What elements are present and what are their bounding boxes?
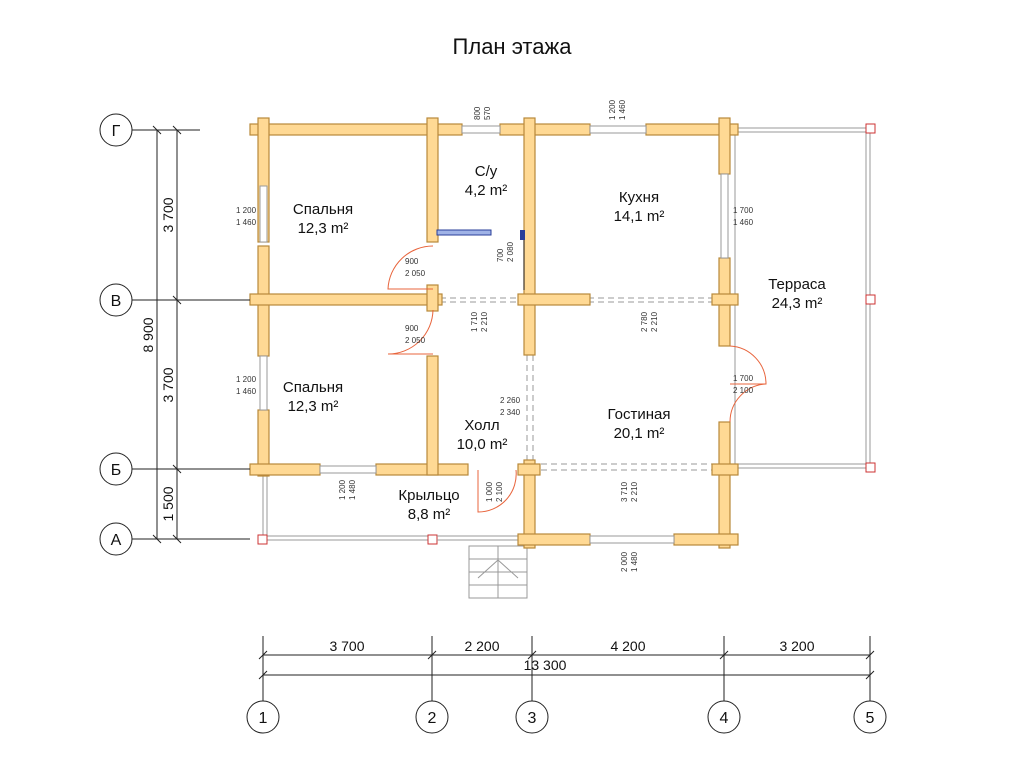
plan-title: План этажа — [452, 34, 572, 59]
opening-label: 2 210 — [650, 311, 659, 332]
opening-label: 3 710 — [620, 481, 629, 502]
dim-bottom-seg3: 4 200 — [610, 638, 645, 654]
opening-label: 1 200 — [338, 479, 347, 500]
opening-label: 2 000 — [620, 551, 629, 572]
axis-row-g: Г — [112, 123, 121, 140]
room-area-bedroom-bottom: 12,3 m² — [288, 398, 339, 415]
room-name-kitchen: Кухня — [619, 189, 659, 206]
dim-left-seg3: 1 500 — [160, 486, 176, 521]
dim-bottom-seg2: 2 200 — [464, 638, 499, 654]
room-labels: Спальня 12,3 m² С/у 4,2 m² Кухня 14,1 m²… — [283, 163, 827, 523]
dim-left-seg2: 3 700 — [160, 367, 176, 402]
room-area-hall: 10,0 m² — [457, 436, 508, 453]
opening-label: 570 — [483, 106, 492, 120]
room-name-porch: Крыльцо — [398, 487, 459, 504]
room-name-hall: Холл — [464, 417, 499, 434]
opening-label: 1 200 — [236, 375, 257, 384]
opening-label: 1 480 — [630, 551, 639, 572]
door-swings — [387, 240, 767, 513]
axis-col-1: 1 — [259, 710, 268, 727]
opening-label: 900 — [405, 324, 419, 333]
opening-label: 2 780 — [640, 311, 649, 332]
axis-row-b: Б — [111, 462, 122, 479]
opening-labels: 800 570 1 200 1 460 1 700 1 460 1 200 1 … — [236, 99, 754, 572]
windows — [259, 125, 729, 544]
axis-col-4: 4 — [720, 710, 729, 727]
dim-bottom-total: 13 300 — [524, 657, 567, 673]
opening-label: 1 000 — [485, 481, 494, 502]
opening-label: 1 480 — [348, 479, 357, 500]
entry-steps — [468, 545, 528, 599]
opening-label: 2 050 — [405, 269, 426, 278]
room-name-living: Гостиная — [608, 406, 671, 423]
room-area-kitchen: 14,1 m² — [614, 208, 665, 225]
room-area-terrace: 24,3 m² — [772, 295, 823, 312]
dim-bottom-seg1: 3 700 — [329, 638, 364, 654]
row-axis-bubbles: Г В Б А — [99, 113, 133, 556]
opening-label: 2 210 — [630, 481, 639, 502]
log-walls — [249, 117, 739, 549]
opening-label: 2 100 — [733, 386, 754, 395]
dim-left-total: 8 900 — [140, 317, 156, 352]
room-area-wc: 4,2 m² — [465, 182, 508, 199]
open-passages — [440, 297, 718, 471]
axis-row-v: В — [111, 293, 122, 310]
dim-left-seg1: 3 700 — [160, 197, 176, 232]
opening-label: 2 080 — [506, 241, 515, 262]
room-name-bedroom-top: Спальня — [293, 201, 353, 218]
opening-label: 2 260 — [500, 396, 521, 405]
room-name-terrace: Терраса — [768, 276, 826, 293]
porch-railing — [257, 472, 524, 545]
opening-label: 1 460 — [733, 218, 754, 227]
room-name-wc: С/у — [475, 163, 498, 180]
axis-col-3: 3 — [528, 710, 537, 727]
opening-label: 1 200 — [236, 206, 257, 215]
room-area-living: 20,1 m² — [614, 425, 665, 442]
opening-label: 2 340 — [500, 408, 521, 417]
opening-label: 1 200 — [608, 99, 617, 120]
axis-col-2: 2 — [428, 710, 437, 727]
room-name-bedroom-bottom: Спальня — [283, 379, 343, 396]
opening-label: 900 — [405, 257, 419, 266]
opening-label: 2 100 — [495, 481, 504, 502]
opening-label: 1 460 — [618, 99, 627, 120]
dim-bottom-seg4: 3 200 — [779, 638, 814, 654]
column-axis-bubbles: 1 2 3 4 5 — [246, 700, 887, 734]
bottom-dimensions: 3 700 2 200 4 200 3 200 13 300 — [258, 636, 875, 701]
opening-label: 1 460 — [236, 218, 257, 227]
opening-label: 1 700 — [733, 206, 754, 215]
opening-label: 1 460 — [236, 387, 257, 396]
opening-label: 1 700 — [733, 374, 754, 383]
wc-partition — [436, 229, 525, 240]
room-area-bedroom-top: 12,3 m² — [298, 220, 349, 237]
opening-label: 2 210 — [480, 311, 489, 332]
opening-label: 1 710 — [470, 311, 479, 332]
opening-label: 2 050 — [405, 336, 426, 345]
room-area-porch: 8,8 m² — [408, 506, 451, 523]
axis-col-5: 5 — [866, 710, 875, 727]
opening-label: 800 — [473, 106, 482, 120]
axis-row-a: А — [111, 532, 122, 549]
opening-label: 700 — [496, 248, 505, 262]
left-dimensions: 3 700 3 700 1 500 8 900 — [132, 125, 250, 544]
